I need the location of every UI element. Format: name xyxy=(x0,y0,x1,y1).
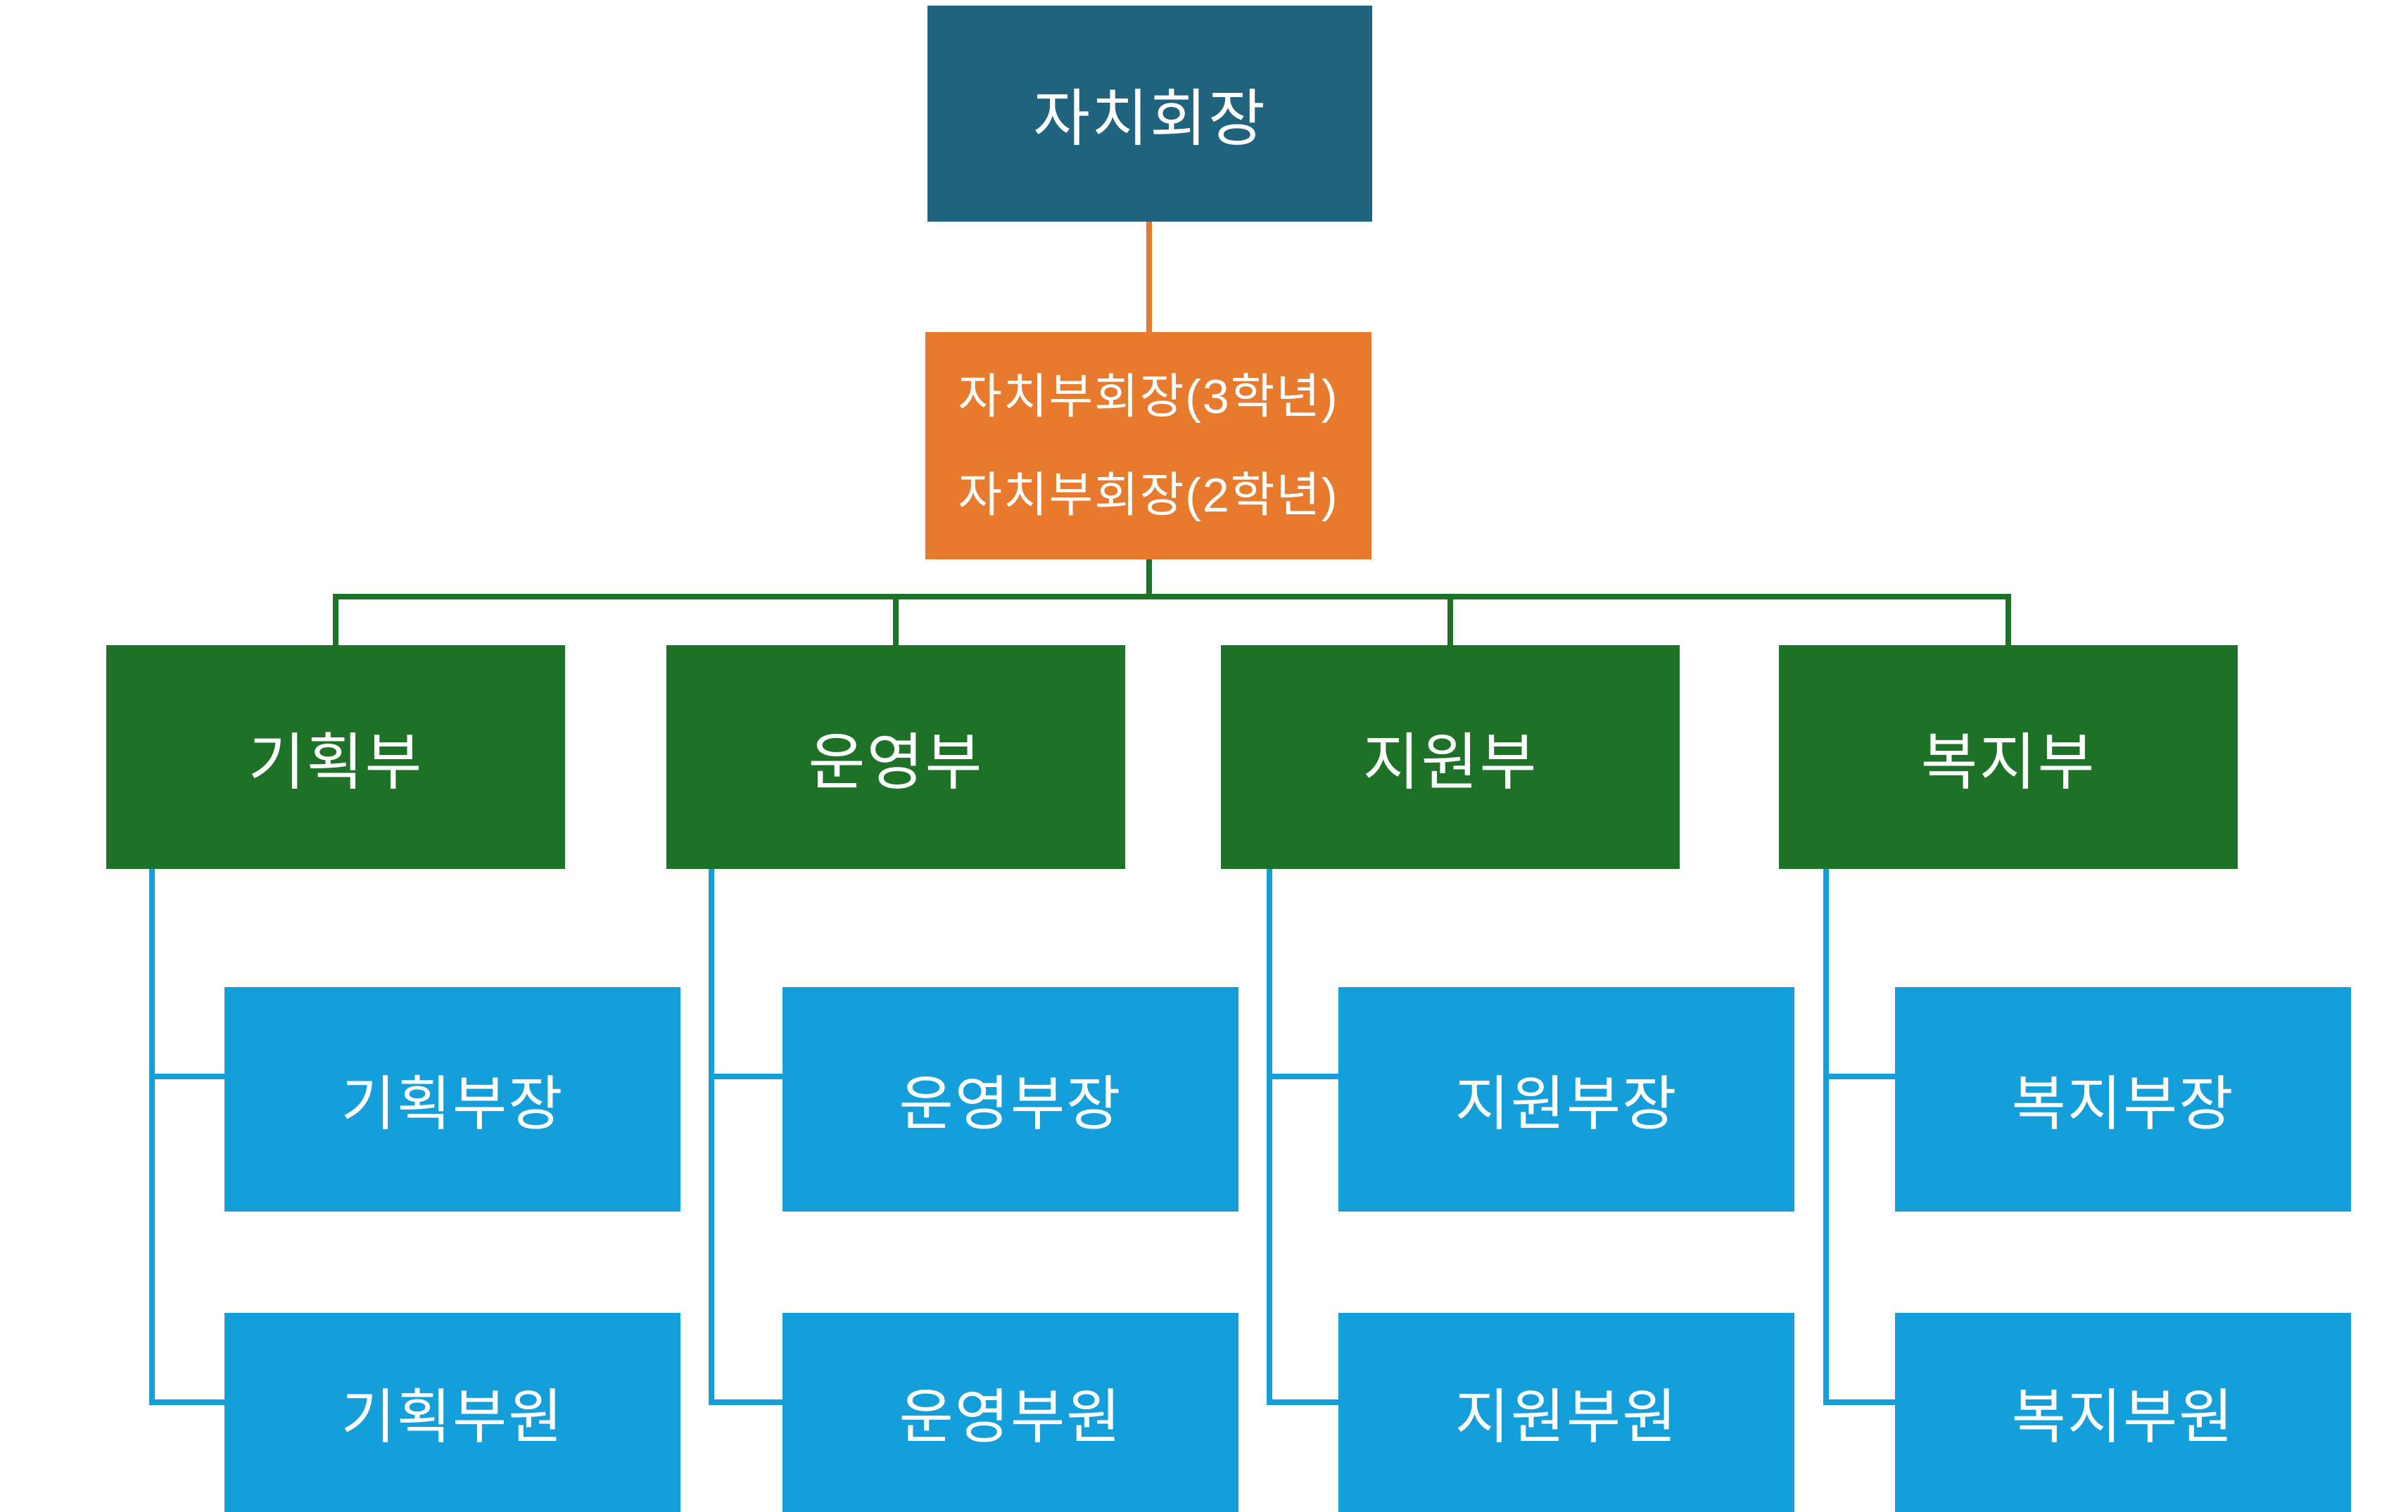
connector-to-head-2 xyxy=(709,1074,782,1079)
connector-to-member-3 xyxy=(1267,1399,1338,1405)
head-node-support: 지원부장 xyxy=(1338,987,1794,1212)
connector-to-head-4 xyxy=(1823,1074,1895,1079)
head-label: 복지부장 xyxy=(2011,1071,2235,1137)
head-label: 운영부장 xyxy=(899,1071,1122,1137)
dept-label: 복지부 xyxy=(1920,727,2096,797)
dept-node-support: 지원부 xyxy=(1221,645,1680,869)
vice-chair-line-1: 자치부회장(3학년) xyxy=(958,369,1339,424)
connector-rail-to-dept-2 xyxy=(893,594,899,645)
connector-dept-1-rail xyxy=(149,869,155,1405)
head-node-planning: 기획부장 xyxy=(224,987,680,1212)
dept-label: 기획부 xyxy=(248,727,424,797)
connector-to-head-3 xyxy=(1267,1074,1338,1079)
connector-dept-4-rail xyxy=(1823,869,1829,1405)
member-node-planning: 기획부원 xyxy=(224,1313,680,1512)
dept-node-planning: 기획부 xyxy=(106,645,565,869)
head-node-welfare: 복지부장 xyxy=(1895,987,2351,1212)
connector-to-member-1 xyxy=(149,1399,224,1405)
connector-to-member-2 xyxy=(709,1399,782,1405)
connector-vice-to-rail xyxy=(1146,559,1152,599)
dept-node-operations: 운영부 xyxy=(666,645,1125,869)
head-node-operations: 운영부장 xyxy=(782,987,1238,1212)
head-label: 지원부장 xyxy=(1455,1071,1678,1137)
root-node-chairman: 자치회장 xyxy=(927,6,1372,222)
connector-rail-to-dept-4 xyxy=(2005,594,2011,645)
connector-dept-2-rail xyxy=(709,869,714,1405)
connector-to-member-4 xyxy=(1823,1399,1895,1405)
dept-node-welfare: 복지부 xyxy=(1779,645,2238,869)
dept-label: 운영부 xyxy=(808,727,984,797)
member-label: 지원부원 xyxy=(1455,1384,1678,1450)
connector-root-to-vice xyxy=(1146,222,1152,332)
connector-rail-to-dept-3 xyxy=(1447,594,1453,645)
vice-chair-node: 자치부회장(3학년) 자치부회장(2학년) xyxy=(925,332,1371,559)
head-label: 기획부장 xyxy=(341,1071,564,1137)
member-node-welfare: 복지부원 xyxy=(1895,1313,2351,1512)
connector-dept-rail xyxy=(336,594,2011,599)
connector-rail-to-dept-1 xyxy=(333,594,338,645)
member-label: 기획부원 xyxy=(341,1384,564,1450)
vice-chair-line-2: 자치부회장(2학년) xyxy=(958,468,1339,522)
member-label: 운영부원 xyxy=(899,1384,1122,1450)
connector-dept-3-rail xyxy=(1267,869,1272,1405)
dept-label: 지원부 xyxy=(1362,727,1538,797)
member-node-support: 지원부원 xyxy=(1338,1313,1794,1512)
member-label: 복지부원 xyxy=(2011,1384,2235,1450)
member-node-operations: 운영부원 xyxy=(782,1313,1238,1512)
connector-to-head-1 xyxy=(149,1074,224,1079)
root-node-label: 자치회장 xyxy=(1033,84,1267,153)
